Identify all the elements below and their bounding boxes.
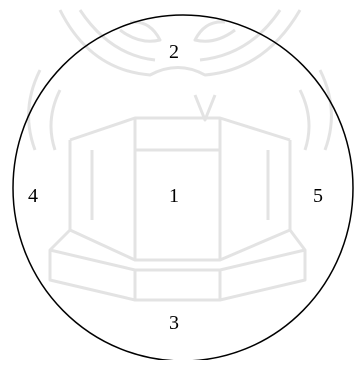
label-top-2: 2 bbox=[169, 42, 179, 62]
label-left-4: 4 bbox=[28, 186, 38, 206]
label-right-5: 5 bbox=[313, 186, 323, 206]
label-center-1: 1 bbox=[169, 186, 179, 206]
watermark-emblem bbox=[29, 10, 332, 300]
label-bottom-3: 3 bbox=[169, 313, 179, 333]
